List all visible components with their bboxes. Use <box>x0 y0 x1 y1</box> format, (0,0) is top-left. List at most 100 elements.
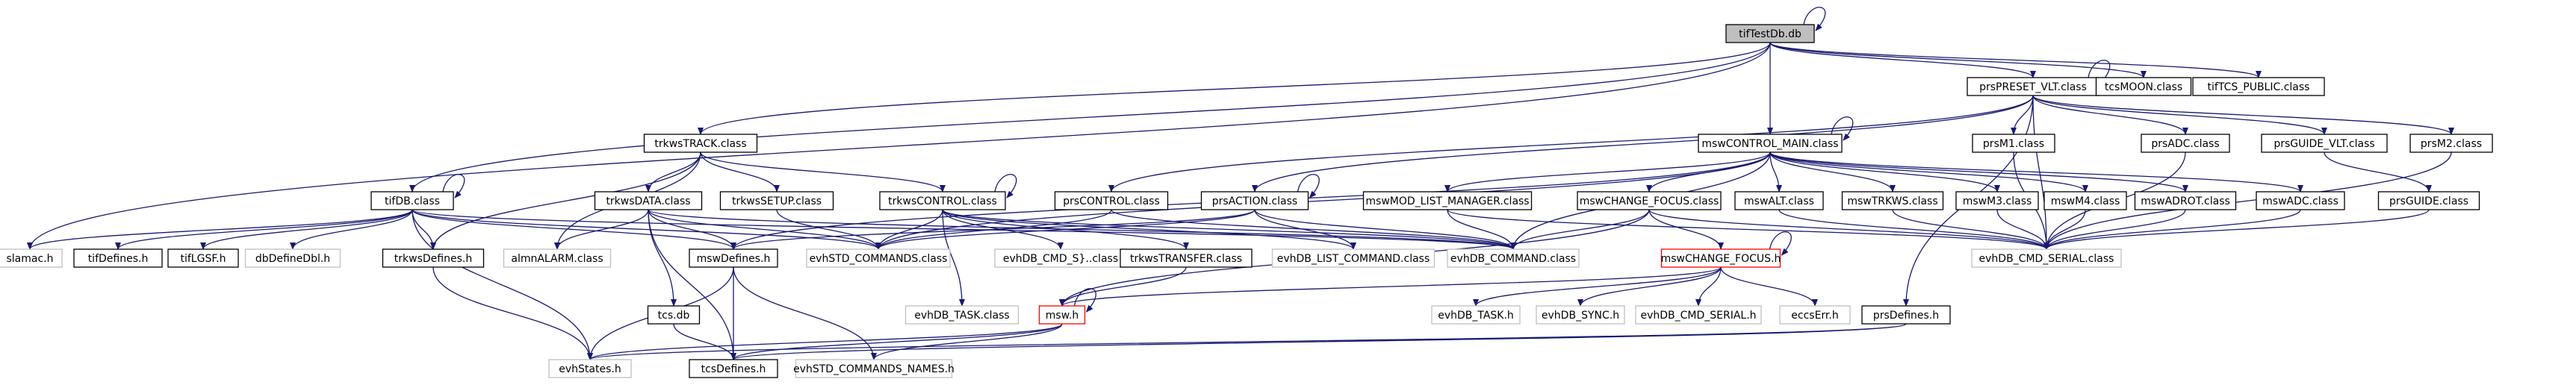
node-trkwsSETUP[interactable]: trkwsSETUP.class <box>719 191 834 210</box>
node-prsGUIDE_VLT[interactable]: prsGUIDE_VLT.class <box>2261 134 2388 153</box>
node-box <box>167 248 239 268</box>
node-prsPRESET[interactable]: prsPRESET_VLT.class <box>1967 77 2099 96</box>
dependency-edge-prsGUIDE-to-evhDB_CMD_SERIAL_class <box>2043 209 2430 250</box>
dependency-edge-mswh-to-tcsDefines <box>730 323 1063 360</box>
node-box <box>1447 248 1580 268</box>
dependency-edge-prsACTION-to-prsACTION <box>1297 174 1320 198</box>
dependency-edge-tifDB-to-slamac <box>27 209 413 250</box>
node-tcsMOON[interactable]: tcsMOON.class <box>2095 77 2192 96</box>
node-mswDefines[interactable]: mswDefines.h <box>689 248 778 268</box>
node-tifLGSF[interactable]: tifLGSF.h <box>167 248 239 268</box>
dependency-edge-prsACTION-to-evhSTD_COMMANDS <box>875 209 1256 250</box>
node-prsDefines[interactable]: prsDefines.h <box>1861 305 1951 325</box>
node-label: prsM2.class <box>2421 138 2482 150</box>
dependency-edge-prsDefines-to-evhStates <box>587 323 1907 360</box>
dependency-edge-mswCHANGE_class-to-evhDB_CMD_SERIAL_class <box>1648 209 2049 250</box>
node-label: evhStates.h <box>559 363 621 375</box>
node-mswTRKWS[interactable]: mswTRKWS.class <box>1841 191 1944 210</box>
node-trkwsTRANSFER[interactable]: trkwsTRANSFER.class <box>1120 248 1253 268</box>
node-box <box>503 248 612 268</box>
node-label: tcsMOON.class <box>2105 81 2182 93</box>
dependency-edge-trkwsCONTROL-to-evhSTD_COMMANDS <box>875 209 943 250</box>
dependency-edge-trkwsTRACK-to-trkwsCONTROL <box>700 151 946 192</box>
dependency-edge-trkwsCONTROL-to-evhDB_LIST <box>942 209 1356 250</box>
node-tifTCS_PUBLIC[interactable]: tifTCS_PUBLIC.class <box>2192 77 2325 96</box>
node-mswM3[interactable]: mswM3.class <box>1955 191 2039 210</box>
dependency-edge-tcsdb-to-tcsDefines <box>673 323 736 360</box>
node-evhDB_TASK_class: evhDB_TASK.class <box>904 305 1019 325</box>
node-trkwsDATA[interactable]: trkwsDATA.class <box>594 191 703 210</box>
node-mswALT[interactable]: mswALT.class <box>1734 191 1824 210</box>
node-prsM2[interactable]: prsM2.class <box>2409 134 2493 153</box>
node-label: dbDefineDbl.h <box>255 253 330 265</box>
node-label: evhDB_LIST_COMMAND.class <box>1277 253 1430 265</box>
node-mswh[interactable]: msw.h <box>1038 305 1086 325</box>
dependency-edge-trkwsTRACK-to-trkwsDATA <box>645 151 701 192</box>
node-trkwsCONTROL[interactable]: trkwsCONTROL.class <box>879 191 1006 210</box>
node-label: prsADC.class <box>2151 138 2219 150</box>
dependency-edge-mswCHANGE_h-to-eccsErr <box>1720 266 1818 307</box>
node-tifDB[interactable]: tifDB.class <box>370 191 454 210</box>
node-evhDB_SYNC: evhDB_SYNC.h <box>1536 305 1625 325</box>
node-mswCHANGE_class[interactable]: mswCHANGE_FOCUS.class <box>1577 191 1722 210</box>
edge-layer <box>27 7 2454 360</box>
node-dbDefineDbl: dbDefineDbl.h <box>244 248 341 268</box>
dependency-edge-mswCONTROL-to-mswM4 <box>1769 151 2088 192</box>
node-prsGUIDE[interactable]: prsGUIDE.class <box>2377 191 2480 210</box>
node-evhDB_COMMAND: evhDB_COMMAND.class <box>1447 248 1580 268</box>
node-label: mswADC.class <box>2262 195 2338 207</box>
dependency-edge-prsPRESET-to-prsM1 <box>2011 95 2034 135</box>
dependency-edge-trkwsDATA-to-mswDefines <box>648 209 736 250</box>
node-box <box>1038 305 1086 325</box>
node-prsADC[interactable]: prsADC.class <box>2141 134 2230 153</box>
node-box <box>0 248 63 268</box>
node-box <box>2261 134 2388 153</box>
dependency-edge-mswCHANGE_h-to-evhDB_SYNC <box>1577 266 1722 307</box>
node-label: tifTestDb.db <box>1739 28 1801 40</box>
node-box <box>879 191 1006 210</box>
dependency-edge-prsDefines-to-tcsDefines <box>730 323 1907 360</box>
node-prsCONTROL[interactable]: prsCONTROL.class <box>1054 191 1169 210</box>
node-label: eccsErr.h <box>1791 310 1838 322</box>
node-box <box>2256 191 2345 210</box>
node-box <box>1861 305 1951 325</box>
node-mswADROT[interactable]: mswADROT.class <box>2134 191 2237 210</box>
node-tcsDefines[interactable]: tcsDefines.h <box>689 359 778 378</box>
dependency-edge-mswADROT-to-evhDB_CMD_SERIAL_class <box>2043 209 2186 250</box>
node-tcsdb[interactable]: tcs.db <box>647 305 701 325</box>
node-trkwsTRACK[interactable]: trkwsTRACK.class <box>643 134 758 153</box>
node-label: tifLGSF.h <box>181 253 226 265</box>
dependency-edge-mswCHANGE_class-to-evhDB_COMMAND <box>1510 209 1650 250</box>
node-box <box>1841 191 1944 210</box>
dependency-edge-tifDB-to-tifDefines <box>115 209 413 250</box>
node-box <box>1536 305 1625 325</box>
node-box <box>904 305 1019 325</box>
node-box <box>73 248 163 268</box>
node-mswCHANGE_h[interactable]: mswCHANGE_FOCUS.h <box>1661 248 1781 268</box>
node-mswCONTROL[interactable]: mswCONTROL_MAIN.class <box>1698 134 1843 153</box>
node-prsACTION[interactable]: prsACTION.class <box>1200 191 1309 210</box>
dependency-edge-mswCHANGE_h-to-evhDB_CMD_SERIAL_h <box>1695 266 1722 307</box>
node-tifDefines[interactable]: tifDefines.h <box>73 248 163 268</box>
node-eccsErr: eccsErr.h <box>1779 305 1851 325</box>
dependency-edge-trkwsCONTROL-to-evhDB_TASK_class <box>942 209 965 307</box>
node-mswMOD_LIST[interactable]: mswMOD_LIST_MANAGER.class <box>1362 191 1533 210</box>
node-label: evhDB_CMD_SERIAL.class <box>1979 253 2114 265</box>
dependency-edge-trkwsSETUP-to-evhSTD_COMMANDS <box>776 209 881 250</box>
dependency-edge-mswADC-to-evhDB_CMD_SERIAL_class <box>2043 209 2301 250</box>
node-label: mswALT.class <box>1744 195 1814 207</box>
node-mswADC[interactable]: mswADC.class <box>2256 191 2345 210</box>
node-label: tcs.db <box>658 310 690 322</box>
node-prsM1[interactable]: prsM1.class <box>1972 134 2055 153</box>
node-mswM4[interactable]: mswM4.class <box>2043 191 2127 210</box>
dependency-edge-tifTestDb-to-tcsMOON <box>1769 42 2147 78</box>
node-tifTestDb[interactable]: tifTestDb.db <box>1725 24 1815 43</box>
node-box <box>1120 248 1253 268</box>
node-box <box>2134 191 2237 210</box>
node-trkwsDefines[interactable]: trkwsDefines.h <box>382 248 485 268</box>
dependency-edge-prsPRESET-to-prsPRESET <box>2088 60 2111 84</box>
node-box <box>647 305 701 325</box>
node-label: prsGUIDE.class <box>2389 195 2468 207</box>
dependency-edge-prsPRESET-to-prsADC <box>2032 95 2188 135</box>
